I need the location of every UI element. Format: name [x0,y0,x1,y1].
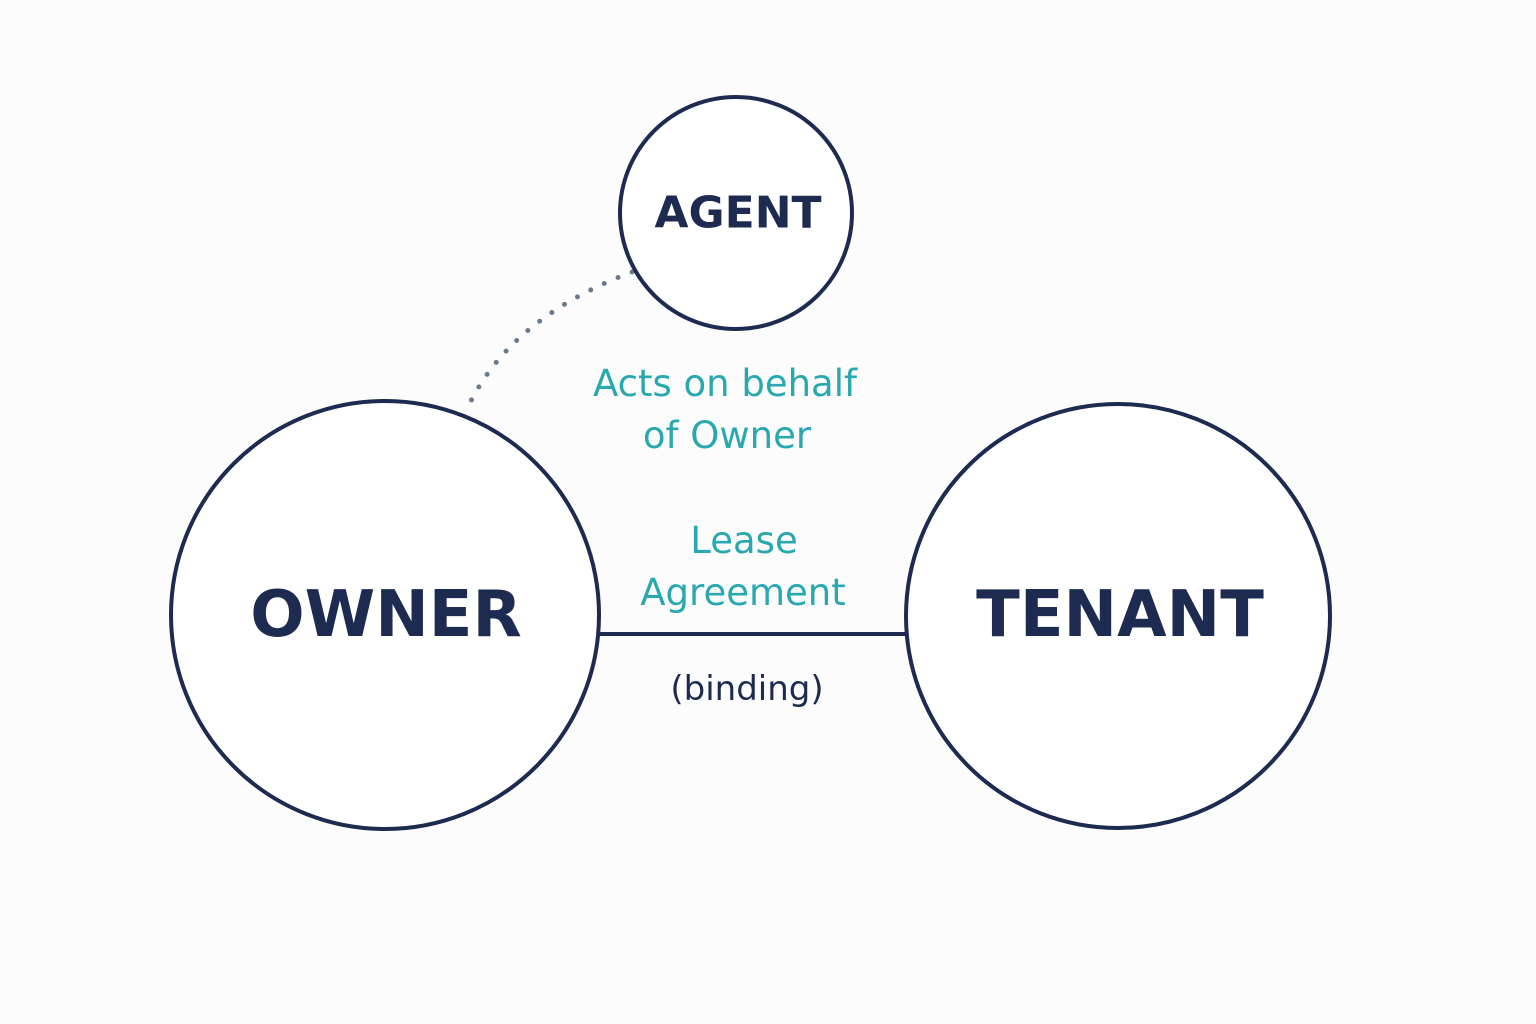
tenant-circle [904,402,1332,830]
agent-node: AGENT [618,95,854,331]
lease-label-line2: Agreement [640,571,846,614]
owner-node: OWNER [169,399,601,831]
agent-label: AGENT [654,188,821,239]
owner-circle [169,399,601,831]
agent-relationship-label: Acts on behalf of Owner [593,362,858,457]
agent-relationship-line2: of Owner [643,414,812,457]
tenant-label: TENANT [976,578,1264,652]
tenant-node: TENANT [904,402,1332,830]
agent-circle [618,95,854,331]
lease-label-line1: Lease [690,519,797,562]
owner-label: OWNER [250,578,522,652]
lease-binding-note: (binding) [670,669,823,709]
agent-relationship-line1: Acts on behalf [593,362,858,405]
lease-relationship-label: Lease Agreement (binding) [640,519,846,709]
agent-owner-dotted-link [465,269,635,410]
